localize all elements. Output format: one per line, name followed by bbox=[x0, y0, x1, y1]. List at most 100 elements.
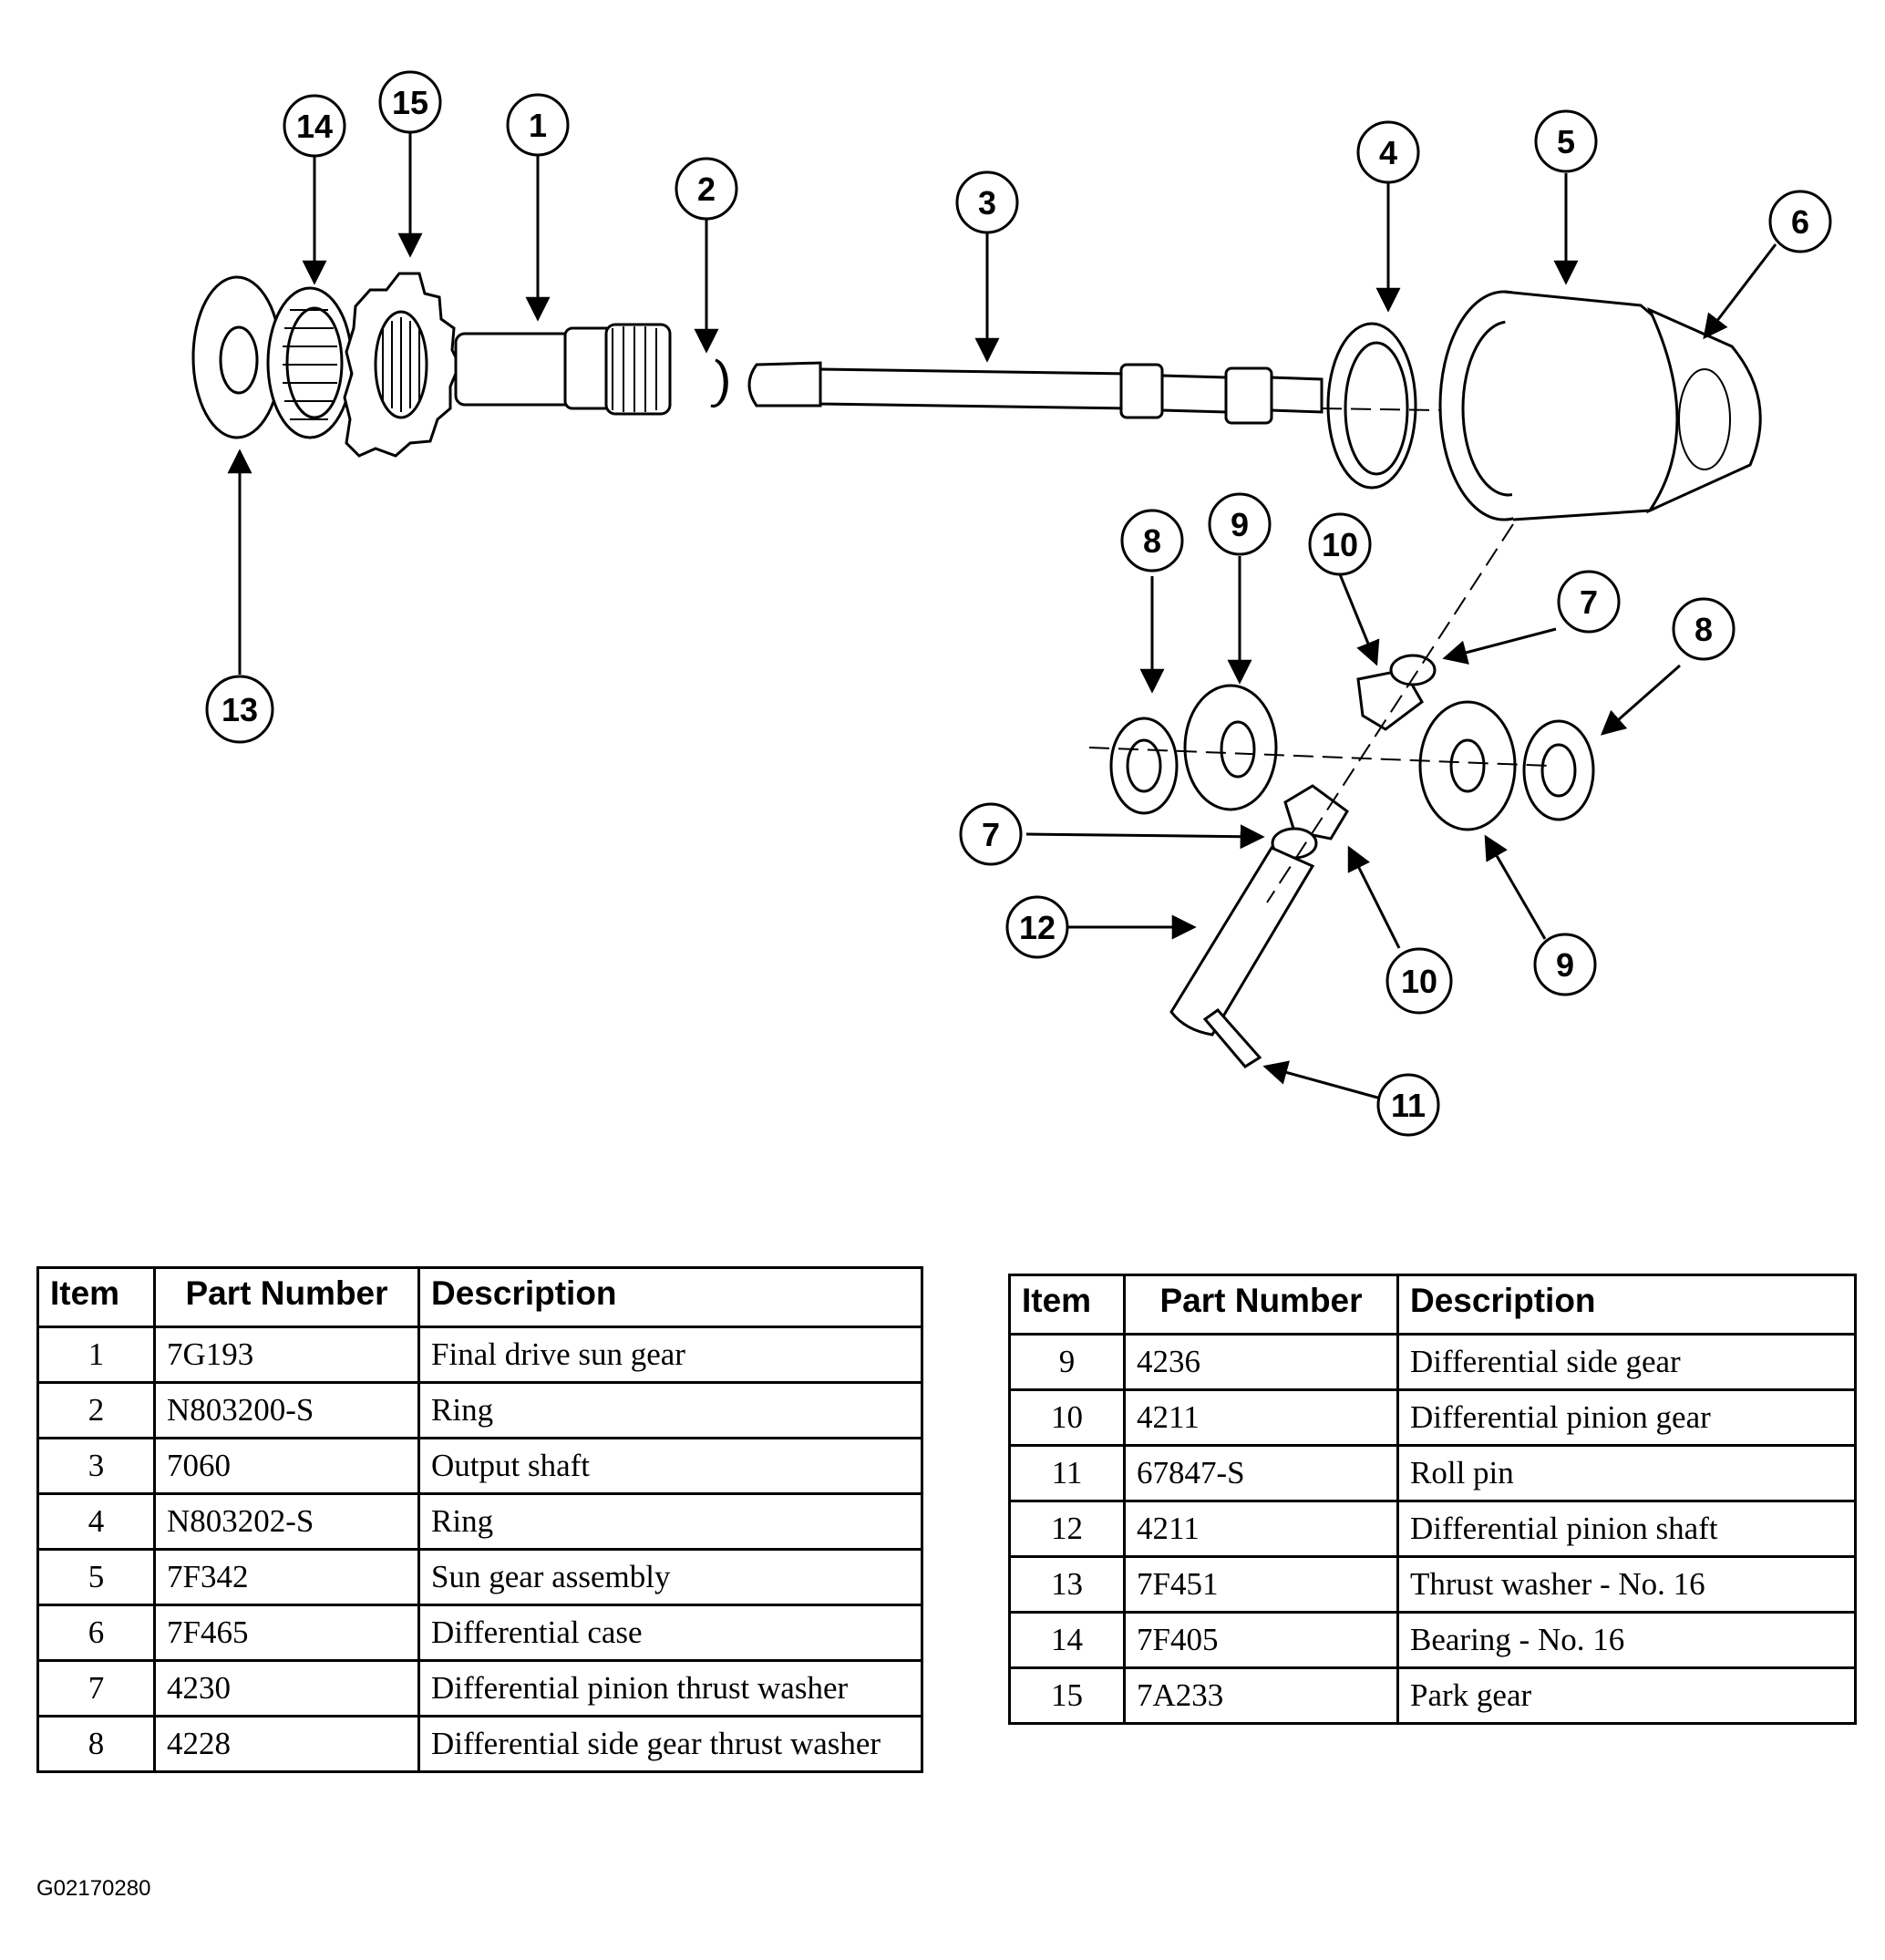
part-number-cell: 7F405 bbox=[1123, 1611, 1399, 1669]
axis-center-line-upper bbox=[1321, 407, 1441, 411]
svg-text:14: 14 bbox=[296, 108, 333, 145]
callout-11: 11 bbox=[1376, 1073, 1440, 1137]
callout-7-upper: 7 bbox=[1557, 570, 1621, 634]
item-cell: 13 bbox=[1008, 1555, 1126, 1614]
thrust-washer-13-part bbox=[191, 275, 283, 439]
ring-2-part bbox=[710, 358, 728, 407]
callout-10-lower: 10 bbox=[1385, 947, 1453, 1015]
side-gear-thrust-washer-8-right-part bbox=[1522, 719, 1595, 821]
pinion-shaft-12-part bbox=[1169, 846, 1315, 1037]
side-gear-thrust-washer-8-left-part bbox=[1109, 717, 1179, 815]
description-cell: Differential case bbox=[417, 1604, 923, 1662]
leader-6 bbox=[1703, 243, 1777, 340]
bearing-14-part bbox=[266, 286, 354, 439]
description-cell: Differential side gear thrust washer bbox=[417, 1715, 923, 1773]
callout-9-right: 9 bbox=[1533, 933, 1597, 996]
leader-11 bbox=[1262, 1060, 1382, 1100]
part-number-cell: 7F342 bbox=[153, 1548, 420, 1606]
column-header-part-number: Part Number bbox=[153, 1266, 420, 1328]
description-cell: Differential pinion thrust washer bbox=[417, 1659, 923, 1718]
svg-text:10: 10 bbox=[1401, 963, 1437, 1000]
differential-case-6-part bbox=[1645, 307, 1762, 514]
part-number-cell: 4230 bbox=[153, 1659, 420, 1718]
output-shaft-3-part bbox=[747, 361, 1324, 425]
callout-8-left: 8 bbox=[1120, 509, 1184, 573]
callout-10-upper: 10 bbox=[1308, 512, 1372, 576]
item-cell: 9 bbox=[1008, 1333, 1126, 1391]
callout-8-right: 8 bbox=[1672, 597, 1736, 661]
item-cell: 2 bbox=[36, 1381, 156, 1439]
description-cell: Differential side gear bbox=[1396, 1333, 1857, 1391]
leader-10-lower bbox=[1347, 845, 1401, 949]
item-cell: 4 bbox=[36, 1492, 156, 1551]
callout-5: 5 bbox=[1534, 109, 1598, 173]
roll-pin-11-part bbox=[1202, 1007, 1262, 1068]
column-header-description: Description bbox=[1396, 1274, 1857, 1336]
item-cell: 3 bbox=[36, 1437, 156, 1495]
leader-9-right bbox=[1484, 834, 1547, 940]
svg-text:11: 11 bbox=[1391, 1087, 1426, 1124]
part-number-cell: 7G193 bbox=[153, 1326, 420, 1384]
pinion-gear-10-lower-part bbox=[1283, 784, 1349, 841]
item-cell: 15 bbox=[1008, 1666, 1126, 1725]
part-number-cell: 4211 bbox=[1123, 1500, 1399, 1558]
description-cell: Ring bbox=[417, 1492, 923, 1551]
description-cell: Bearing - No. 16 bbox=[1396, 1611, 1857, 1669]
figure-id-label: G02170280 bbox=[36, 1876, 151, 1901]
item-cell: 6 bbox=[36, 1604, 156, 1662]
callout-3: 3 bbox=[955, 170, 1019, 234]
column-header-item: Item bbox=[36, 1266, 156, 1328]
svg-text:7: 7 bbox=[982, 816, 1000, 853]
svg-text:15: 15 bbox=[392, 84, 428, 121]
leader-10-upper bbox=[1338, 573, 1380, 666]
leader-7-lower bbox=[1025, 824, 1265, 850]
part-number-cell: 7A233 bbox=[1123, 1666, 1399, 1725]
item-cell: 5 bbox=[36, 1548, 156, 1606]
item-cell: 14 bbox=[1008, 1611, 1126, 1669]
svg-text:10: 10 bbox=[1322, 526, 1358, 563]
description-cell: Thrust washer - No. 16 bbox=[1396, 1555, 1857, 1614]
callout-9-left: 9 bbox=[1208, 492, 1272, 556]
item-cell: 10 bbox=[1008, 1388, 1126, 1447]
part-number-cell: 7F451 bbox=[1123, 1555, 1399, 1614]
table-header-row: Item Part Number Description bbox=[1008, 1274, 1857, 1336]
side-gear-9-right-part bbox=[1418, 700, 1517, 831]
part-number-cell: 7F465 bbox=[153, 1604, 420, 1662]
callout-7-lower: 7 bbox=[959, 802, 1023, 866]
svg-text:1: 1 bbox=[529, 107, 547, 144]
item-cell: 11 bbox=[1008, 1444, 1126, 1502]
svg-text:4: 4 bbox=[1379, 134, 1397, 171]
item-cell: 7 bbox=[36, 1659, 156, 1718]
svg-text:9: 9 bbox=[1231, 506, 1249, 543]
leader-7-upper bbox=[1442, 627, 1557, 665]
description-cell: Differential pinion gear bbox=[1396, 1388, 1857, 1447]
item-cell: 12 bbox=[1008, 1500, 1126, 1558]
description-cell: Output shaft bbox=[417, 1437, 923, 1495]
description-cell: Park gear bbox=[1396, 1666, 1857, 1725]
pinion-center-line bbox=[1266, 523, 1514, 903]
part-number-cell: N803200-S bbox=[153, 1381, 420, 1439]
description-cell: Roll pin bbox=[1396, 1444, 1857, 1502]
svg-text:2: 2 bbox=[697, 170, 716, 208]
svg-text:13: 13 bbox=[221, 691, 258, 728]
pinion-thrust-washer-7-upper-part bbox=[1389, 654, 1437, 686]
callout-12: 12 bbox=[1005, 895, 1069, 959]
part-number-cell: N803202-S bbox=[153, 1492, 420, 1551]
callout-2: 2 bbox=[675, 157, 738, 221]
svg-text:9: 9 bbox=[1556, 946, 1574, 984]
ring-4-part bbox=[1326, 322, 1417, 490]
column-header-item: Item bbox=[1008, 1274, 1126, 1336]
svg-text:12: 12 bbox=[1019, 909, 1056, 946]
part-number-cell: 4236 bbox=[1123, 1333, 1399, 1391]
